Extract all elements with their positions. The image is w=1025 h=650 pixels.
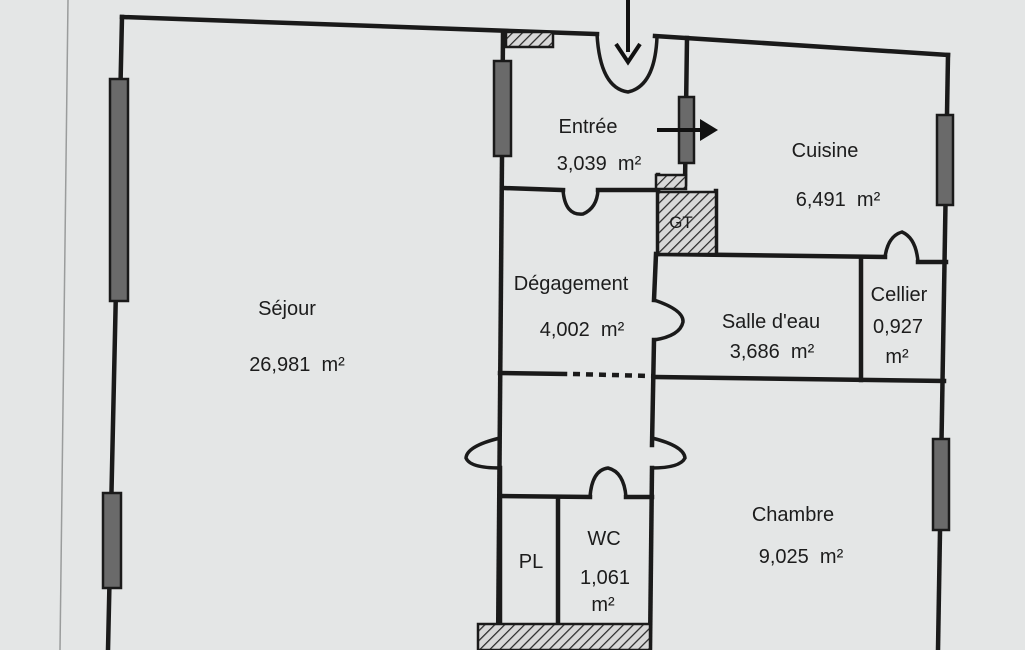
sejour-area: 26,981 m² xyxy=(249,354,345,376)
window-sejour-upper xyxy=(108,77,130,303)
window-entree xyxy=(492,59,513,158)
degagement-area: 4,002 m² xyxy=(540,319,625,341)
cellier-area-line1: 0,927 xyxy=(873,316,923,338)
cuisine-area: 6,491 m² xyxy=(796,189,881,211)
cuisine-arrow-icon xyxy=(657,119,718,141)
salle-area: 3,686 m² xyxy=(730,341,815,363)
window-chambre xyxy=(931,437,951,532)
gt-label: GT xyxy=(669,213,693,232)
salle-name: Salle d'eau xyxy=(722,311,820,333)
hatch-bottom xyxy=(476,622,652,650)
door-arcs xyxy=(464,33,920,498)
entree-name: Entrée xyxy=(559,116,618,138)
cuisine-name: Cuisine xyxy=(792,140,859,162)
entrance-arrow-icon xyxy=(614,0,642,66)
hatch-gt-top xyxy=(654,173,688,191)
page-margin-line xyxy=(59,0,69,650)
chambre-name: Chambre xyxy=(752,504,834,526)
wc-name: WC xyxy=(587,528,620,550)
window-sejour-lower xyxy=(101,491,123,590)
pl-name: PL xyxy=(519,551,543,573)
cellier-area-line2: m² xyxy=(885,346,909,368)
wc-area-line2: m² xyxy=(591,594,615,616)
hatched-blocks xyxy=(476,30,718,650)
entree-area: 3,039 m² xyxy=(557,153,642,175)
windows xyxy=(101,59,955,590)
opening-dotted-line xyxy=(572,371,653,379)
chambre-area: 9,025 m² xyxy=(759,546,844,568)
degagement-name: Dégagement xyxy=(514,273,629,295)
wc-area-line1: 1,061 xyxy=(580,567,630,589)
gt-duct xyxy=(656,190,718,256)
sejour-name: Séjour xyxy=(258,298,316,320)
cellier-name: Cellier xyxy=(871,284,928,306)
hatch-top xyxy=(504,30,555,49)
window-cuisine xyxy=(935,113,955,207)
